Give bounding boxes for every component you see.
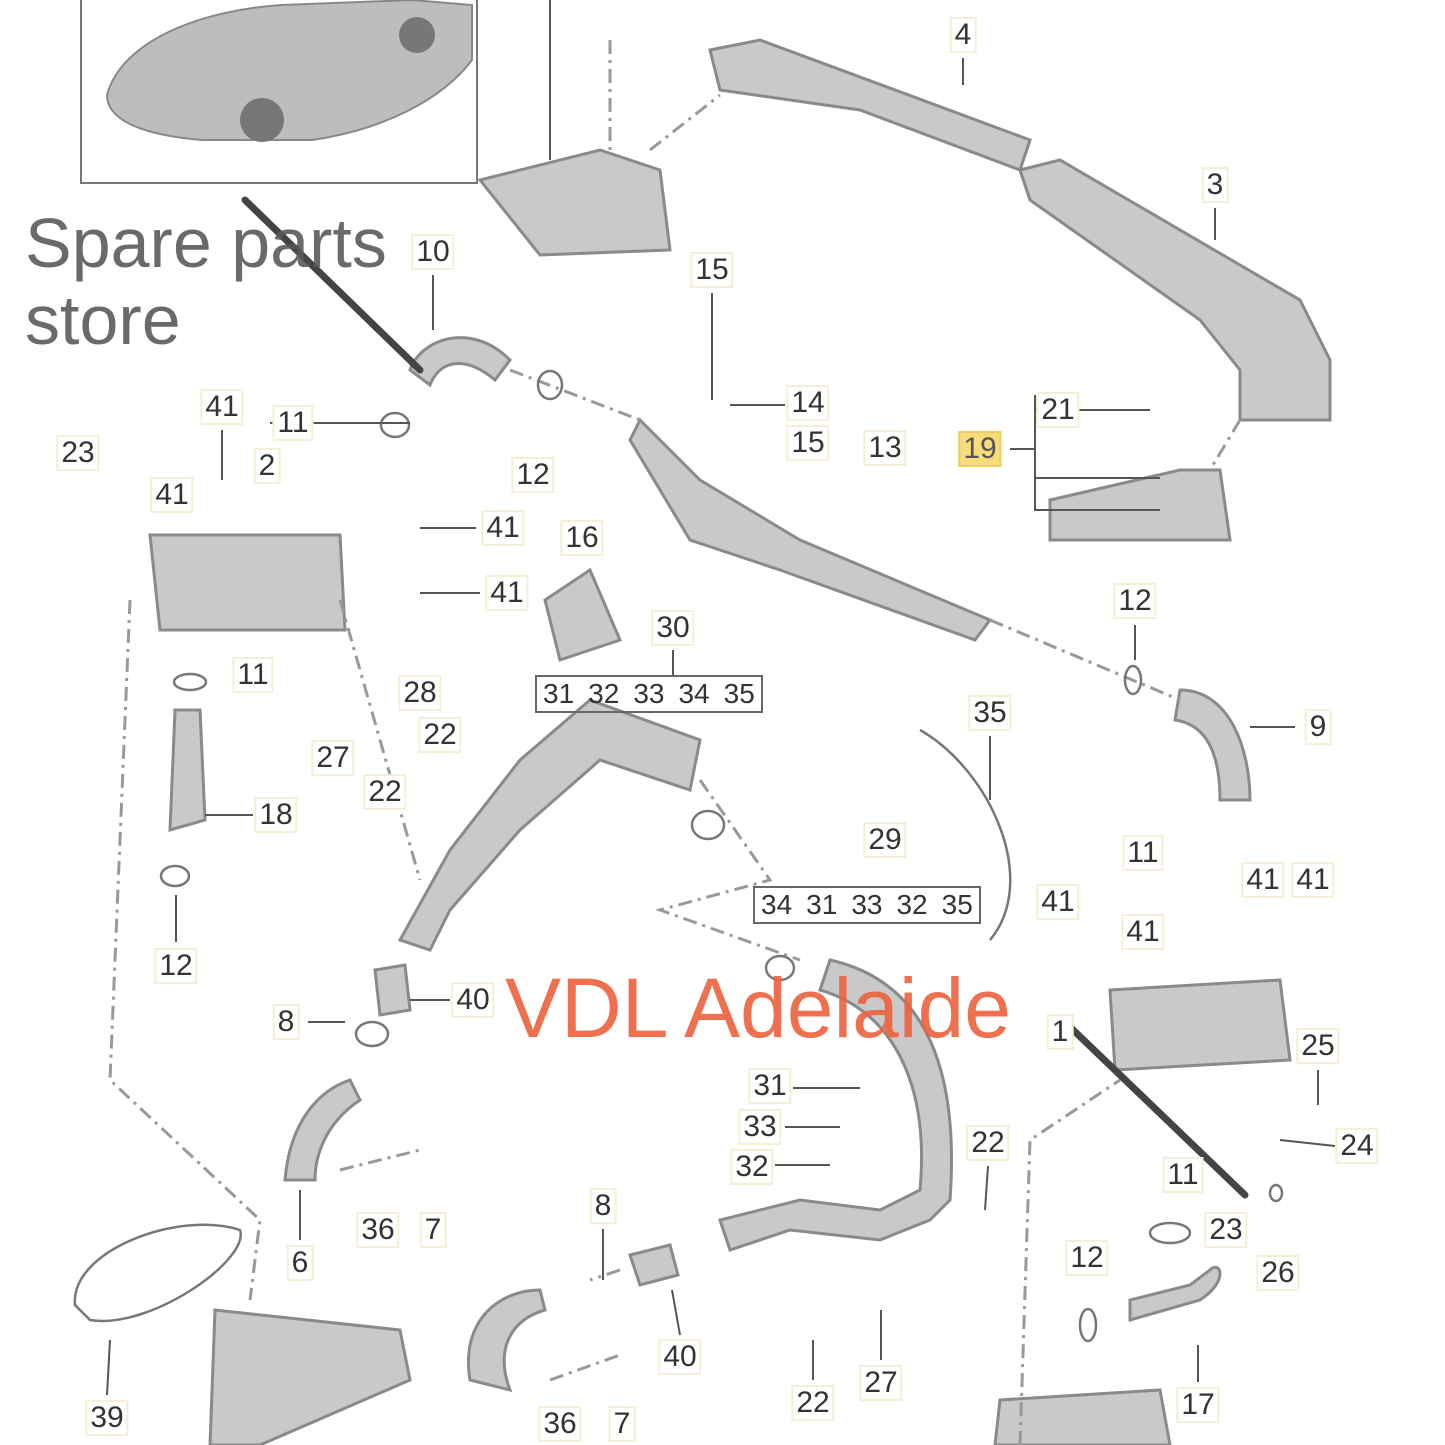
hose-9: [1173, 688, 1252, 802]
part-callout[interactable]: 2: [253, 448, 281, 484]
part-callout[interactable]: 14: [786, 385, 830, 421]
part-callout[interactable]: 15: [690, 252, 734, 288]
part-callout[interactable]: 22: [791, 1385, 835, 1421]
part-callout[interactable]: 27: [311, 740, 355, 776]
part-callout[interactable]: 3: [1201, 167, 1229, 203]
part-callout[interactable]: 16: [560, 520, 604, 556]
group-callout[interactable]: 32: [896, 889, 928, 920]
group-callout[interactable]: 32: [588, 678, 620, 709]
part-callout[interactable]: 11: [1122, 835, 1164, 871]
part-callout[interactable]: 40: [451, 982, 495, 1018]
group-callout[interactable]: 33: [633, 678, 665, 709]
watermark-brand: VDL Adelaide: [505, 961, 1011, 1055]
part-callout[interactable]: 36: [538, 1406, 582, 1442]
elbow-6: [283, 1078, 362, 1182]
callout-group-30: 31 32 33 34 35: [535, 675, 763, 713]
part-callout[interactable]: 26: [1256, 1255, 1300, 1291]
part-callout[interactable]: 21: [1036, 392, 1080, 428]
part-callout[interactable]: 10: [411, 234, 455, 270]
air-duct-3: [1018, 158, 1332, 422]
part-callout[interactable]: 27: [859, 1365, 903, 1401]
callout-highlighted[interactable]: 19: [958, 431, 1002, 467]
coupler-40b: [628, 1243, 680, 1287]
part-callout[interactable]: 23: [56, 435, 100, 471]
group-callout[interactable]: 31: [806, 889, 838, 920]
part-callout[interactable]: 4: [949, 17, 977, 53]
elbow-lower: [467, 1288, 547, 1393]
part-callout[interactable]: 22: [418, 717, 462, 753]
part-callout[interactable]: 41: [485, 575, 529, 611]
part-callout[interactable]: 7: [419, 1212, 447, 1248]
hose-16: [543, 567, 623, 662]
air-box-left: [477, 148, 672, 257]
air-box-19: [1048, 468, 1232, 542]
part-callout[interactable]: 12: [1065, 1240, 1109, 1276]
part-callout[interactable]: 30: [651, 610, 695, 646]
vehicle-thumbnail: [80, 0, 478, 184]
group-callout[interactable]: 33: [851, 889, 883, 920]
part-callout[interactable]: 22: [966, 1125, 1010, 1161]
air-duct-4: [708, 38, 1032, 172]
bracket-39: [208, 1308, 412, 1445]
group-callout[interactable]: 34: [761, 889, 793, 920]
part-callout[interactable]: 41: [481, 510, 525, 546]
coupler-40: [373, 963, 412, 1017]
hose-10: [408, 336, 512, 388]
part-callout[interactable]: 13: [863, 430, 907, 466]
part-callout[interactable]: 41: [150, 477, 194, 513]
part-callout[interactable]: 15: [786, 425, 830, 461]
pipe-13: [628, 417, 993, 642]
watermark-line-bottom: [1064, 1021, 1249, 1199]
part-callout[interactable]: 40: [658, 1339, 702, 1375]
part-callout[interactable]: 28: [398, 675, 442, 711]
part-callout[interactable]: 35: [968, 695, 1012, 731]
group-callout[interactable]: 35: [941, 889, 973, 920]
part-callout[interactable]: 11: [1162, 1157, 1204, 1193]
part-callout[interactable]: 39: [85, 1400, 129, 1436]
group-callout[interactable]: 35: [723, 678, 755, 709]
part-callout[interactable]: 17: [1176, 1387, 1220, 1423]
part-callout[interactable]: 11: [232, 657, 274, 693]
part-callout[interactable]: 41: [1291, 862, 1335, 898]
intercooler-2: [148, 533, 347, 632]
part-callout[interactable]: 31: [748, 1068, 792, 1104]
part-callout[interactable]: 41: [200, 389, 244, 425]
part-callout[interactable]: 1: [1046, 1014, 1074, 1050]
part-callout[interactable]: 12: [511, 457, 555, 493]
callout-group-29: 34 31 33 32 35: [753, 886, 981, 924]
part-callout[interactable]: 6: [286, 1245, 314, 1281]
bracket-lower-right: [993, 1388, 1172, 1445]
pipe-main: [397, 698, 702, 952]
hose-17: [1128, 1265, 1222, 1322]
part-callout[interactable]: 33: [738, 1109, 782, 1145]
part-callout[interactable]: 9: [1304, 709, 1332, 745]
pipe-right: [718, 958, 953, 1252]
hose-18: [168, 708, 207, 833]
part-callout[interactable]: 7: [608, 1406, 636, 1442]
part-callout[interactable]: 8: [272, 1004, 300, 1040]
part-callout[interactable]: 41: [1241, 862, 1285, 898]
part-callout[interactable]: 36: [356, 1212, 400, 1248]
part-callout[interactable]: 29: [863, 822, 907, 858]
intercooler-1: [1108, 978, 1292, 1072]
part-callout[interactable]: 12: [1113, 583, 1157, 619]
watermark-tagline: Spare parts store: [25, 204, 387, 359]
part-callout[interactable]: 11: [272, 405, 314, 441]
group-callout[interactable]: 31: [543, 678, 575, 709]
part-callout[interactable]: 22: [363, 774, 407, 810]
part-callout[interactable]: 24: [1335, 1128, 1379, 1164]
part-callout[interactable]: 18: [254, 797, 298, 833]
group-callout[interactable]: 34: [678, 678, 710, 709]
part-callout[interactable]: 8: [589, 1188, 617, 1224]
part-callout[interactable]: 23: [1204, 1212, 1248, 1248]
part-callout[interactable]: 41: [1121, 914, 1165, 950]
part-callout[interactable]: 32: [730, 1149, 774, 1185]
car-icon: [105, 0, 473, 142]
part-callout[interactable]: 41: [1036, 884, 1080, 920]
part-callout[interactable]: 12: [154, 948, 198, 984]
part-callout[interactable]: 25: [1296, 1028, 1340, 1064]
watermark-line-top: [241, 196, 424, 374]
